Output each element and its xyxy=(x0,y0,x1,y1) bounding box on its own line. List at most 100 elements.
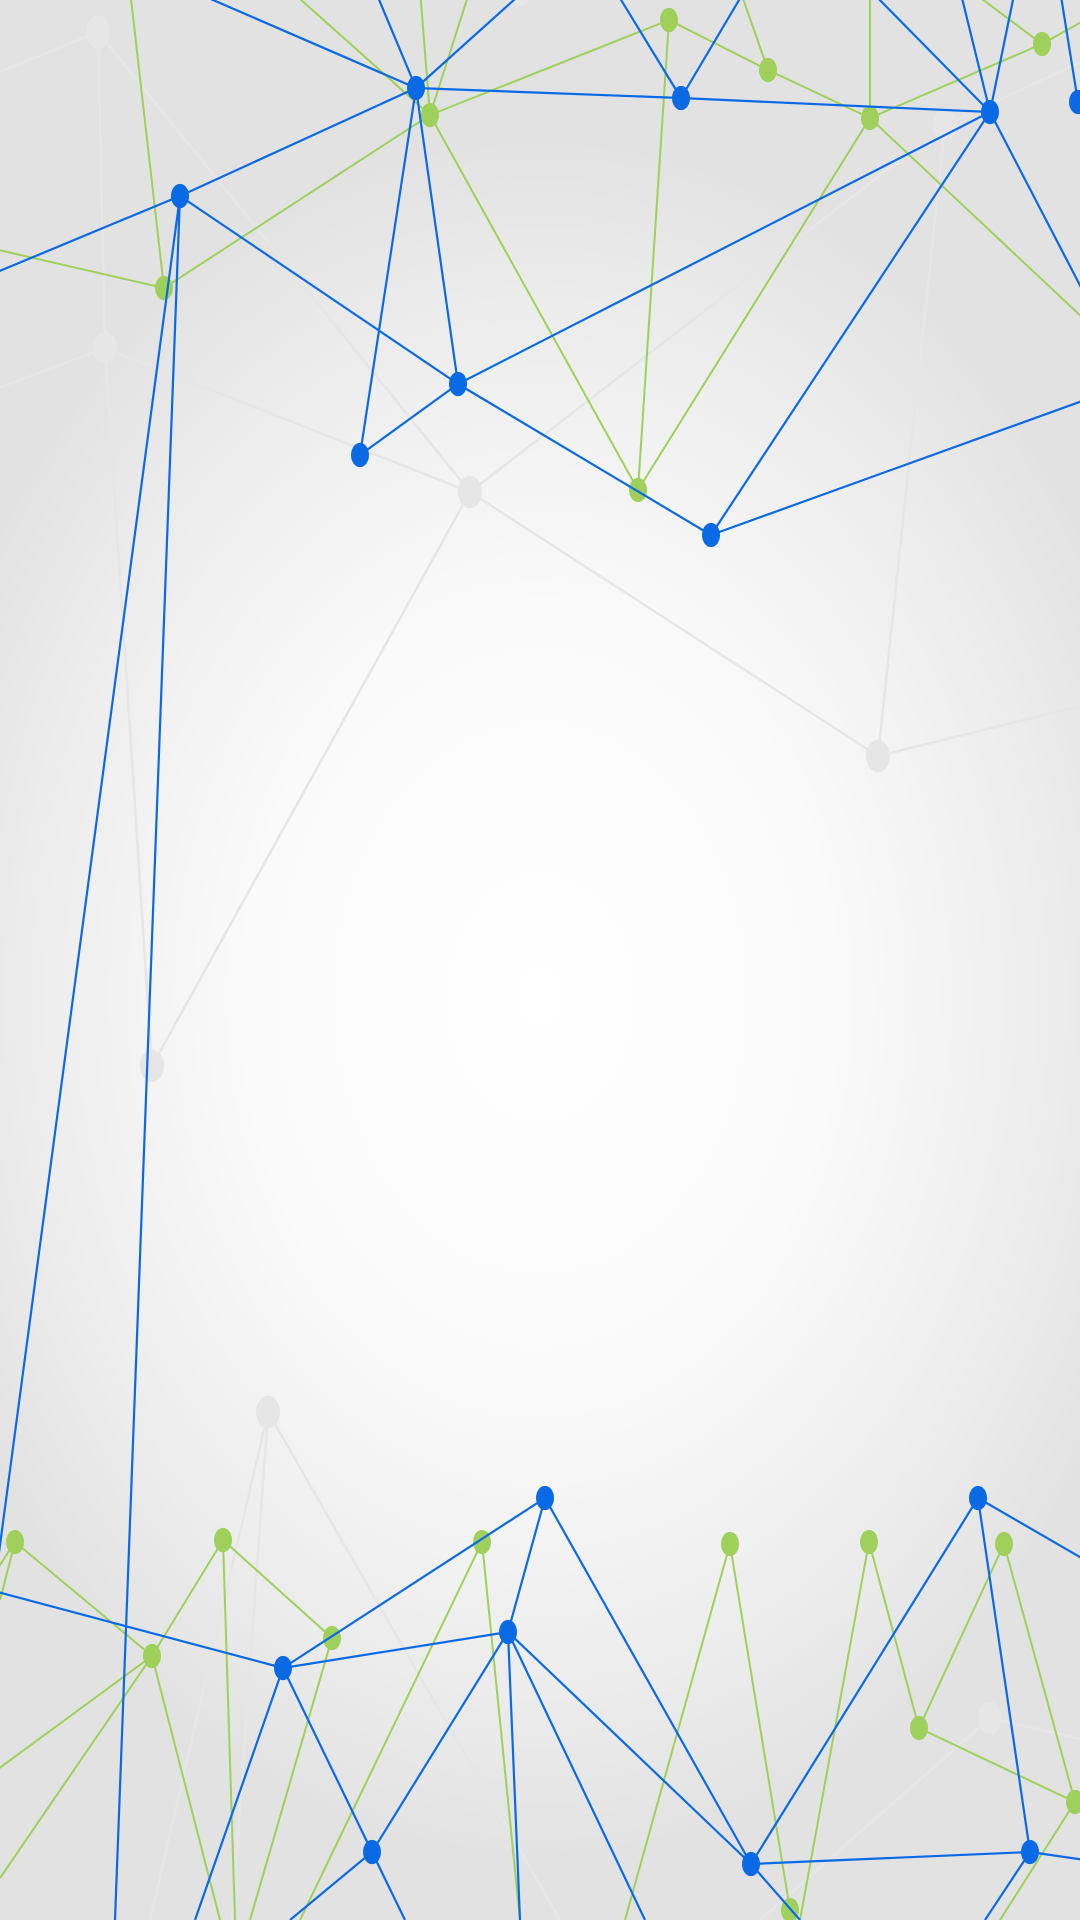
blue-network-edge xyxy=(750,1863,801,1920)
blue-network-edge xyxy=(680,0,741,99)
blue-network-edge xyxy=(371,1631,509,1853)
gray-network-node xyxy=(86,15,110,49)
green-network-node xyxy=(143,1643,161,1669)
gray-network-edge xyxy=(148,1411,270,1920)
blue-network-node xyxy=(351,442,369,468)
green-network-edge xyxy=(767,69,871,119)
blue-network-edge xyxy=(371,1851,406,1920)
blue-network-edge xyxy=(507,1631,646,1920)
blue-network-edge xyxy=(377,0,418,89)
green-network-node xyxy=(1066,1789,1080,1815)
gray-network-edge xyxy=(96,31,107,349)
green-network-edge xyxy=(429,19,670,116)
green-network-edge xyxy=(249,1637,333,1920)
green-network-node xyxy=(155,275,173,301)
gray-network-node xyxy=(510,0,530,7)
blue-network-edge xyxy=(457,111,991,385)
blue-network-node xyxy=(969,1485,987,1511)
blue-network-node xyxy=(742,1851,760,1877)
blue-network-edge xyxy=(544,1497,752,1865)
green-network-edge xyxy=(481,1541,521,1920)
blue-network-edge xyxy=(977,1497,1080,1559)
blue-network-node xyxy=(1021,1839,1039,1865)
blue-network-edge xyxy=(179,195,459,385)
green-network-edge xyxy=(429,114,639,491)
gray-network-node xyxy=(140,1049,164,1083)
blue-network-edge xyxy=(750,1850,1031,1866)
blue-network-edge xyxy=(0,1591,284,1670)
blue-network-node xyxy=(407,75,425,101)
blue-network-edge xyxy=(193,1667,285,1920)
green-network-edge xyxy=(14,1541,153,1657)
gray-network-node xyxy=(256,1395,280,1429)
gray-network-edge xyxy=(0,346,106,389)
gray-network-edge xyxy=(150,491,472,1067)
blue-network-edge xyxy=(506,1497,547,1633)
green-network-edge xyxy=(637,117,871,491)
green-network-edge xyxy=(981,0,1043,45)
gray-network-edge xyxy=(944,60,1080,127)
blue-network-edge xyxy=(878,0,991,113)
blue-network-edge xyxy=(961,0,992,113)
blue-network-edge xyxy=(0,195,182,1554)
green-network-node xyxy=(721,1531,739,1557)
gray-network-edge xyxy=(877,704,1080,758)
blue-network-edge xyxy=(414,87,460,385)
green-network-edge xyxy=(151,1539,224,1657)
blue-network-edge xyxy=(210,0,417,90)
green-network-edge xyxy=(222,1539,236,1920)
blue-network-edge xyxy=(710,111,991,536)
green-network-node xyxy=(910,1715,928,1741)
blue-network-node xyxy=(672,85,690,111)
gray-network-edge xyxy=(103,347,154,1067)
blue-network-node xyxy=(702,522,720,548)
green-network-edge xyxy=(299,0,431,116)
green-network-node xyxy=(629,477,647,503)
blue-network-edge xyxy=(289,1851,373,1920)
green-network-edge xyxy=(637,19,670,491)
blue-network-edge xyxy=(984,1851,1031,1920)
blue-network-edge xyxy=(282,1667,373,1853)
green-network-edge xyxy=(0,1655,153,1879)
blue-network-node xyxy=(499,1619,517,1645)
blue-network-node xyxy=(981,99,999,125)
blue-network-edge xyxy=(506,1631,522,1920)
blue-network-edge xyxy=(415,0,516,89)
blue-network-edge xyxy=(988,0,1015,113)
gray-network-node xyxy=(978,1701,1002,1735)
gray-network-edge xyxy=(876,124,947,757)
blue-network-edge xyxy=(680,96,991,114)
blue-network-edge xyxy=(282,1497,546,1669)
blue-network-node xyxy=(363,1839,381,1865)
green-network-edge xyxy=(419,0,431,116)
green-network-node xyxy=(995,1531,1013,1557)
gray-network-edge xyxy=(989,1716,1080,1741)
green-network-edge xyxy=(130,0,165,289)
blue-network-edge xyxy=(457,383,712,536)
blue-network-edge xyxy=(415,86,682,100)
blue-network-edge xyxy=(358,87,418,456)
green-network-edge xyxy=(999,1801,1076,1920)
green-network-edge xyxy=(869,43,1043,119)
green-network-node xyxy=(214,1527,232,1553)
gray-network-node xyxy=(933,108,957,142)
green-network-edge xyxy=(729,1543,791,1911)
blue-network-edge xyxy=(507,1631,752,1865)
gray-network-node xyxy=(93,331,117,365)
blue-network-edge xyxy=(1060,0,1080,103)
green-network-edge xyxy=(0,249,165,289)
gray-network-edge xyxy=(469,490,879,758)
gray-network-node xyxy=(458,475,482,509)
blue-network-edge xyxy=(113,195,182,1920)
green-network-edge xyxy=(163,114,431,289)
green-network-edge xyxy=(918,1727,1076,1803)
green-network-node xyxy=(6,1529,24,1555)
gray-network-node xyxy=(866,739,890,773)
blue-network-edge xyxy=(0,194,181,273)
gray-network-edge xyxy=(0,30,99,74)
green-network-node xyxy=(1033,31,1051,57)
